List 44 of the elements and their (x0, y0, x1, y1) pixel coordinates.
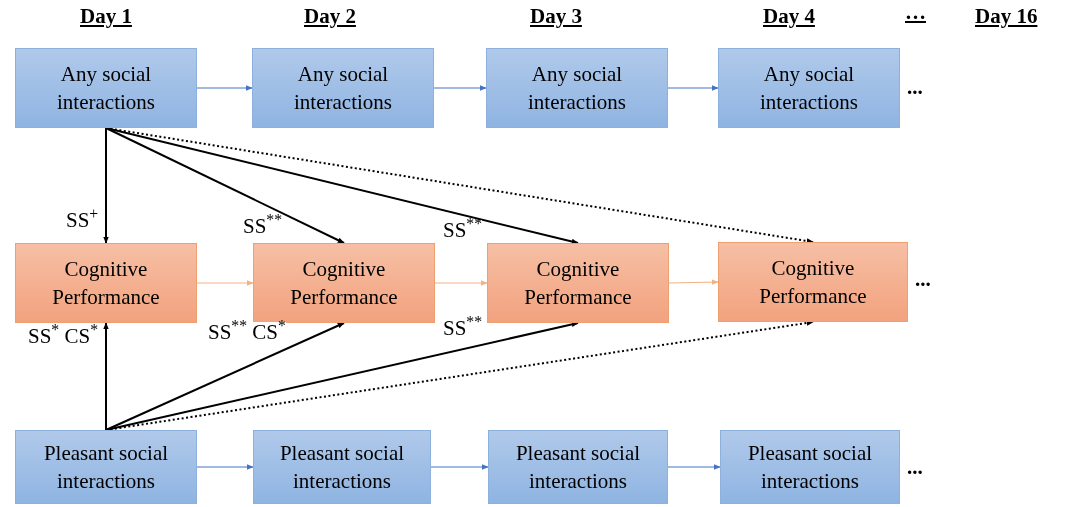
box-label: Pleasant social interactions (514, 440, 642, 495)
day-heading: Day 4 (763, 6, 815, 27)
arrow (103, 322, 109, 431)
box-label: Cognitive Performance (51, 256, 161, 311)
arrow (667, 85, 719, 91)
arrow (105, 321, 579, 431)
process-box (15, 243, 197, 323)
box-label: Pleasant social interactions (278, 440, 406, 495)
box-label: Cognitive Performance (758, 255, 868, 310)
process-box (486, 48, 668, 128)
process-box (15, 48, 197, 128)
process-box (15, 430, 197, 504)
box-label: Cognitive Performance (289, 256, 399, 311)
box-label: Pleasant social interactions (42, 440, 170, 495)
box-label: Any social interactions (56, 61, 156, 116)
box-label: Any social interactions (293, 61, 393, 116)
arrow (196, 280, 254, 286)
arrow (668, 279, 719, 285)
process-box (252, 48, 434, 128)
day-heading: Day 3 (530, 6, 582, 27)
box-label: Pleasant social interactions (746, 440, 874, 495)
process-box (253, 430, 431, 504)
day-heading: Day 1 (80, 6, 132, 27)
box-label: Any social interactions (527, 61, 627, 116)
arrow (196, 464, 254, 470)
ellipsis: ... (907, 77, 923, 98)
arrow (434, 280, 488, 286)
box-label: Cognitive Performance (523, 256, 633, 311)
arrow (105, 127, 345, 244)
ellipsis: ... (907, 457, 923, 478)
process-box (488, 430, 668, 504)
ellipsis: ... (915, 269, 931, 290)
day-heading: Day 2 (304, 6, 356, 27)
day-heading: … (905, 2, 926, 23)
day-heading: Day 16 (975, 6, 1038, 27)
arrow (430, 464, 489, 470)
process-box (487, 243, 669, 323)
arrow (433, 85, 487, 91)
arrow (667, 464, 721, 470)
arrow (196, 85, 253, 91)
arrow (105, 127, 579, 245)
box-label: Any social interactions (759, 61, 859, 116)
arrow (105, 322, 345, 431)
arrow (103, 127, 109, 244)
